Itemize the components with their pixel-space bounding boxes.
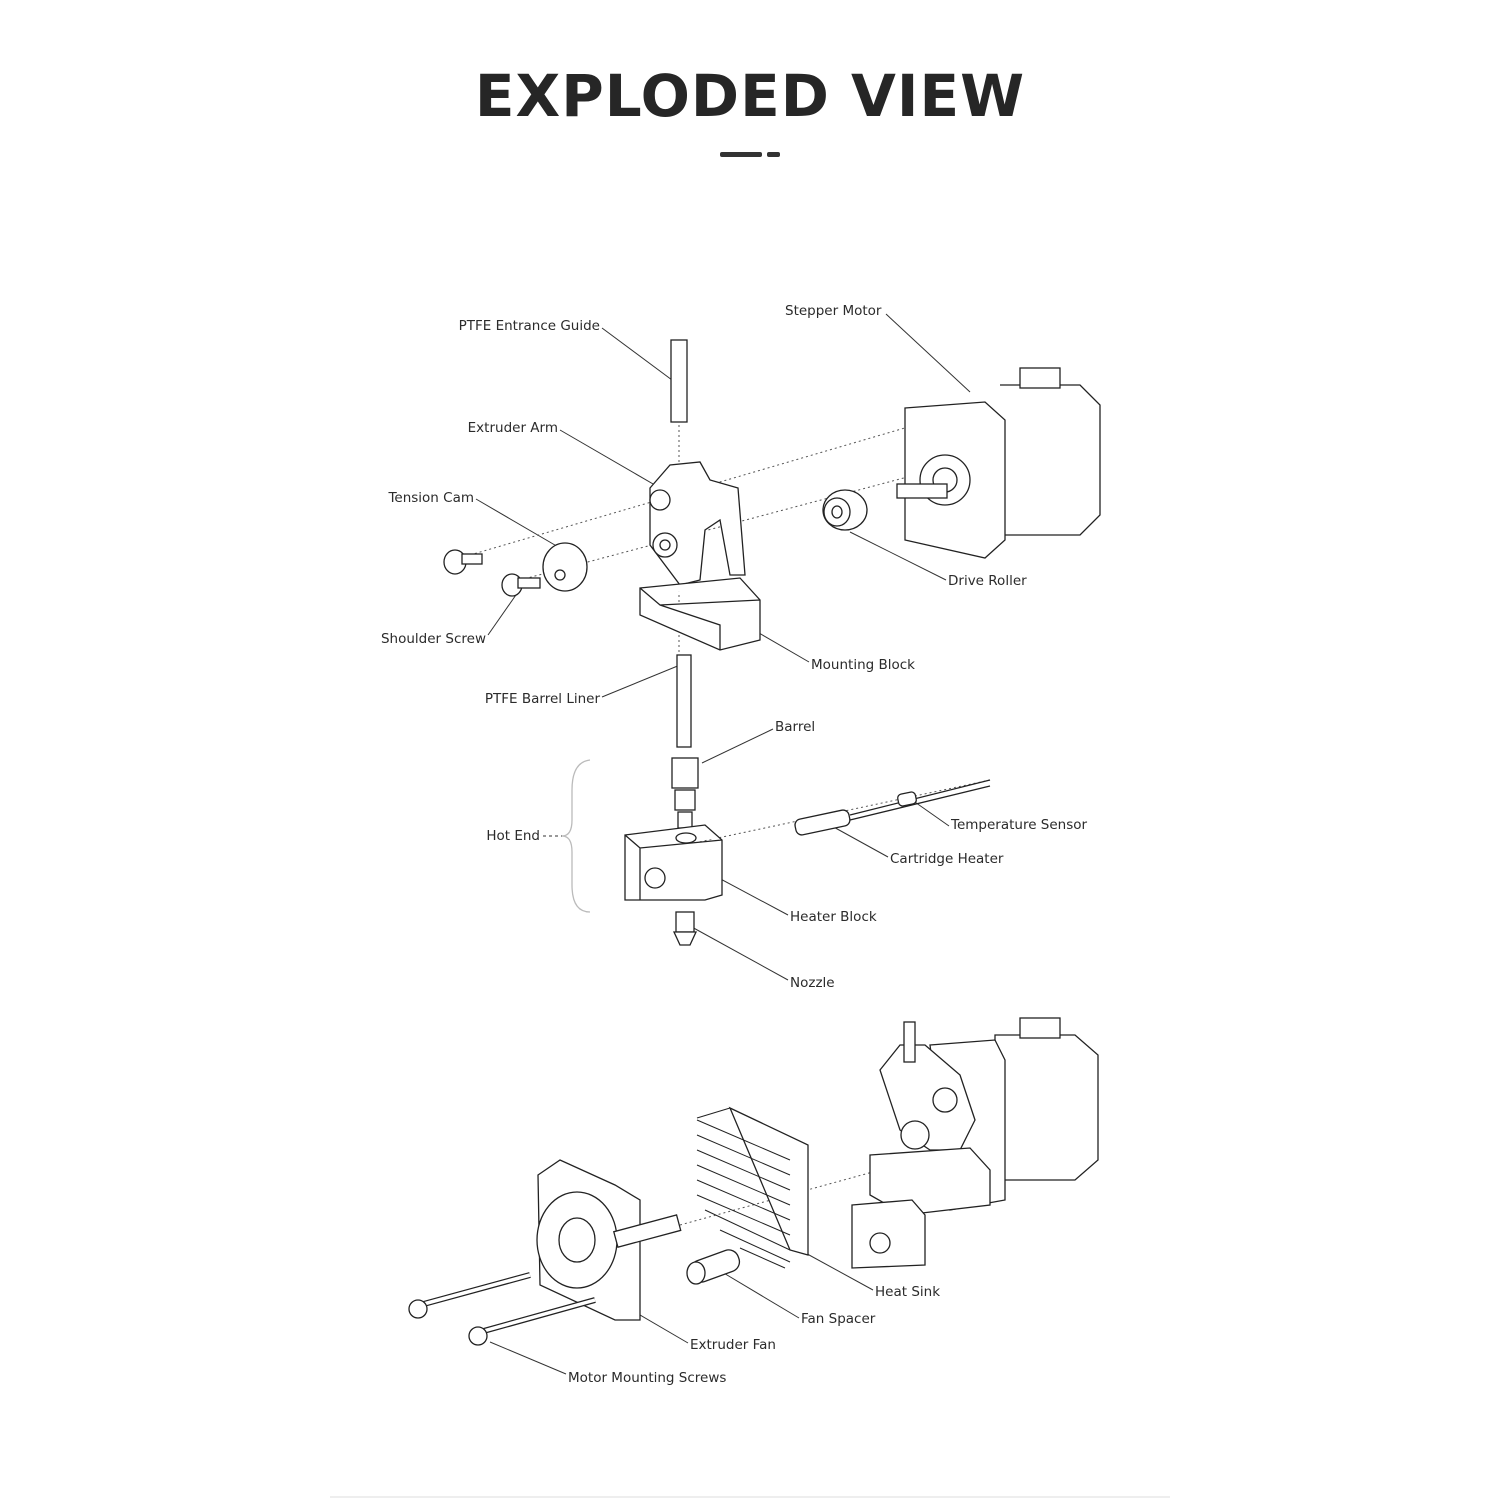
label-hot-end: Hot End	[486, 828, 540, 844]
label-extruder-fan: Extruder Fan	[690, 1337, 776, 1353]
shoulder-screws	[443, 549, 541, 597]
ptfe-entrance-guide	[670, 339, 688, 423]
tension-cam	[542, 542, 588, 592]
label-shoulder-screw: Shoulder Screw	[380, 631, 486, 647]
mounting-block	[639, 577, 761, 651]
extruder-fan	[536, 1159, 682, 1321]
title-underline-long	[720, 152, 762, 157]
barrel	[671, 757, 699, 829]
label-extruder-arm: Extruder Arm	[467, 420, 558, 436]
title-underline-short	[767, 152, 780, 157]
label-ptfe-barrel-liner: PTFE Barrel Liner	[484, 691, 600, 707]
extruder-arm	[649, 461, 746, 586]
label-temperature-sensor: Temperature Sensor	[951, 817, 1088, 833]
heat-sink	[696, 1106, 809, 1269]
label-heater-block: Heater Block	[790, 909, 877, 925]
leader-lines	[475, 313, 971, 1375]
label-stepper-motor: Stepper Motor	[785, 303, 882, 319]
label-cartridge-heater: Cartridge Heater	[890, 851, 1004, 867]
motor-mounting-screws	[408, 1272, 596, 1346]
nozzle	[672, 911, 698, 946]
drive-roller	[822, 489, 868, 531]
label-nozzle: Nozzle	[790, 975, 835, 991]
label-heat-sink: Heat Sink	[875, 1284, 941, 1300]
page-title: EXPLODED VIEW	[474, 62, 1026, 130]
cartridge-heater	[794, 779, 991, 836]
label-tension-cam: Tension Cam	[388, 490, 474, 506]
temperature-sensor	[897, 791, 917, 807]
hot-end-brace	[561, 759, 591, 913]
fan-spacer	[686, 1249, 741, 1285]
label-mounting-block: Mounting Block	[811, 657, 915, 673]
label-motor-mounting-screws: Motor Mounting Screws	[568, 1370, 727, 1386]
stepper-motor	[896, 367, 1101, 559]
ptfe-barrel-liner	[676, 654, 692, 748]
assembled-extruder	[851, 1017, 1099, 1269]
label-drive-roller: Drive Roller	[948, 573, 1027, 589]
label-barrel: Barrel	[775, 719, 816, 735]
label-fan-spacer: Fan Spacer	[801, 1311, 876, 1327]
heater-block	[624, 824, 723, 901]
label-ptfe-entrance-guide: PTFE Entrance Guide	[458, 318, 600, 334]
